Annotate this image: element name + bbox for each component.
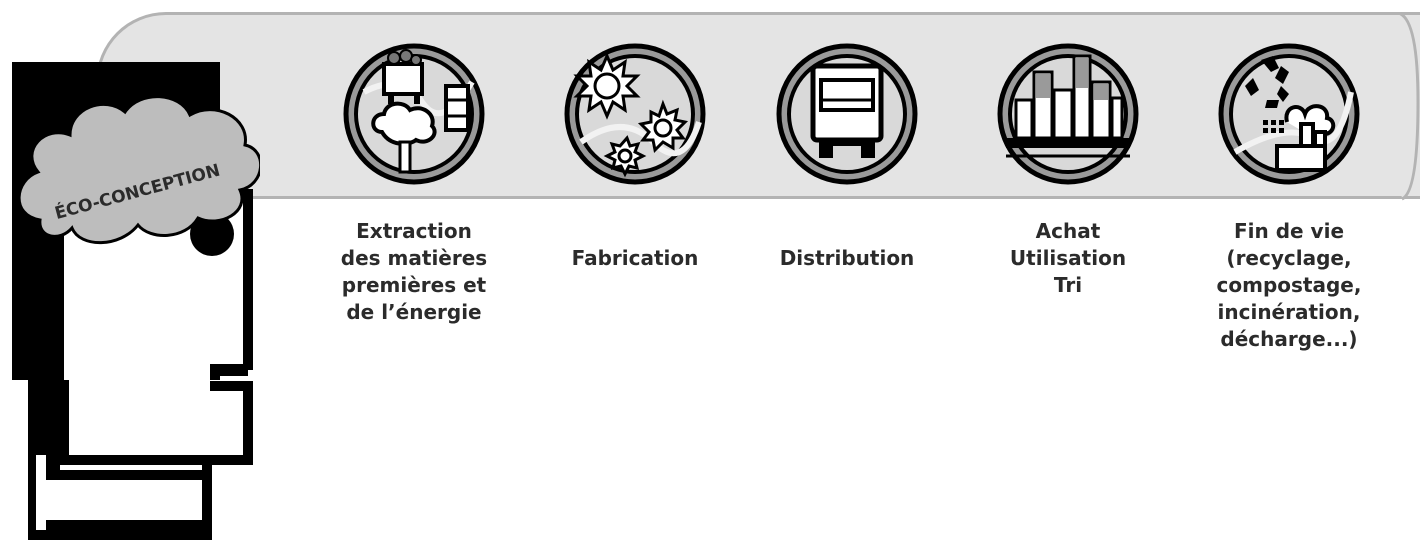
- band-right-curve: [1380, 12, 1420, 201]
- stage-label-usage: Achat Utilisation Tri: [1009, 219, 1127, 297]
- shelf-products-icon: [997, 43, 1139, 185]
- lifecycle-band: [96, 12, 1420, 199]
- recycle-factory-icon: [1218, 43, 1360, 185]
- gears-icon: [564, 43, 706, 185]
- truck-icon: [776, 43, 918, 185]
- stage-label-distribution: Distribution: [779, 246, 915, 270]
- mine-cart-tree-barrel-icon: [343, 43, 485, 185]
- stage-label-end-of-life: Fin de vie (recyclage, compostage, incin…: [1216, 219, 1362, 351]
- head-silhouette-icon: ÉCO-CONCEPTION: [12, 62, 260, 540]
- stage-label-extraction: Extraction des matières premières et de …: [340, 219, 488, 324]
- stage-label-fabrication: Fabrication: [571, 246, 699, 270]
